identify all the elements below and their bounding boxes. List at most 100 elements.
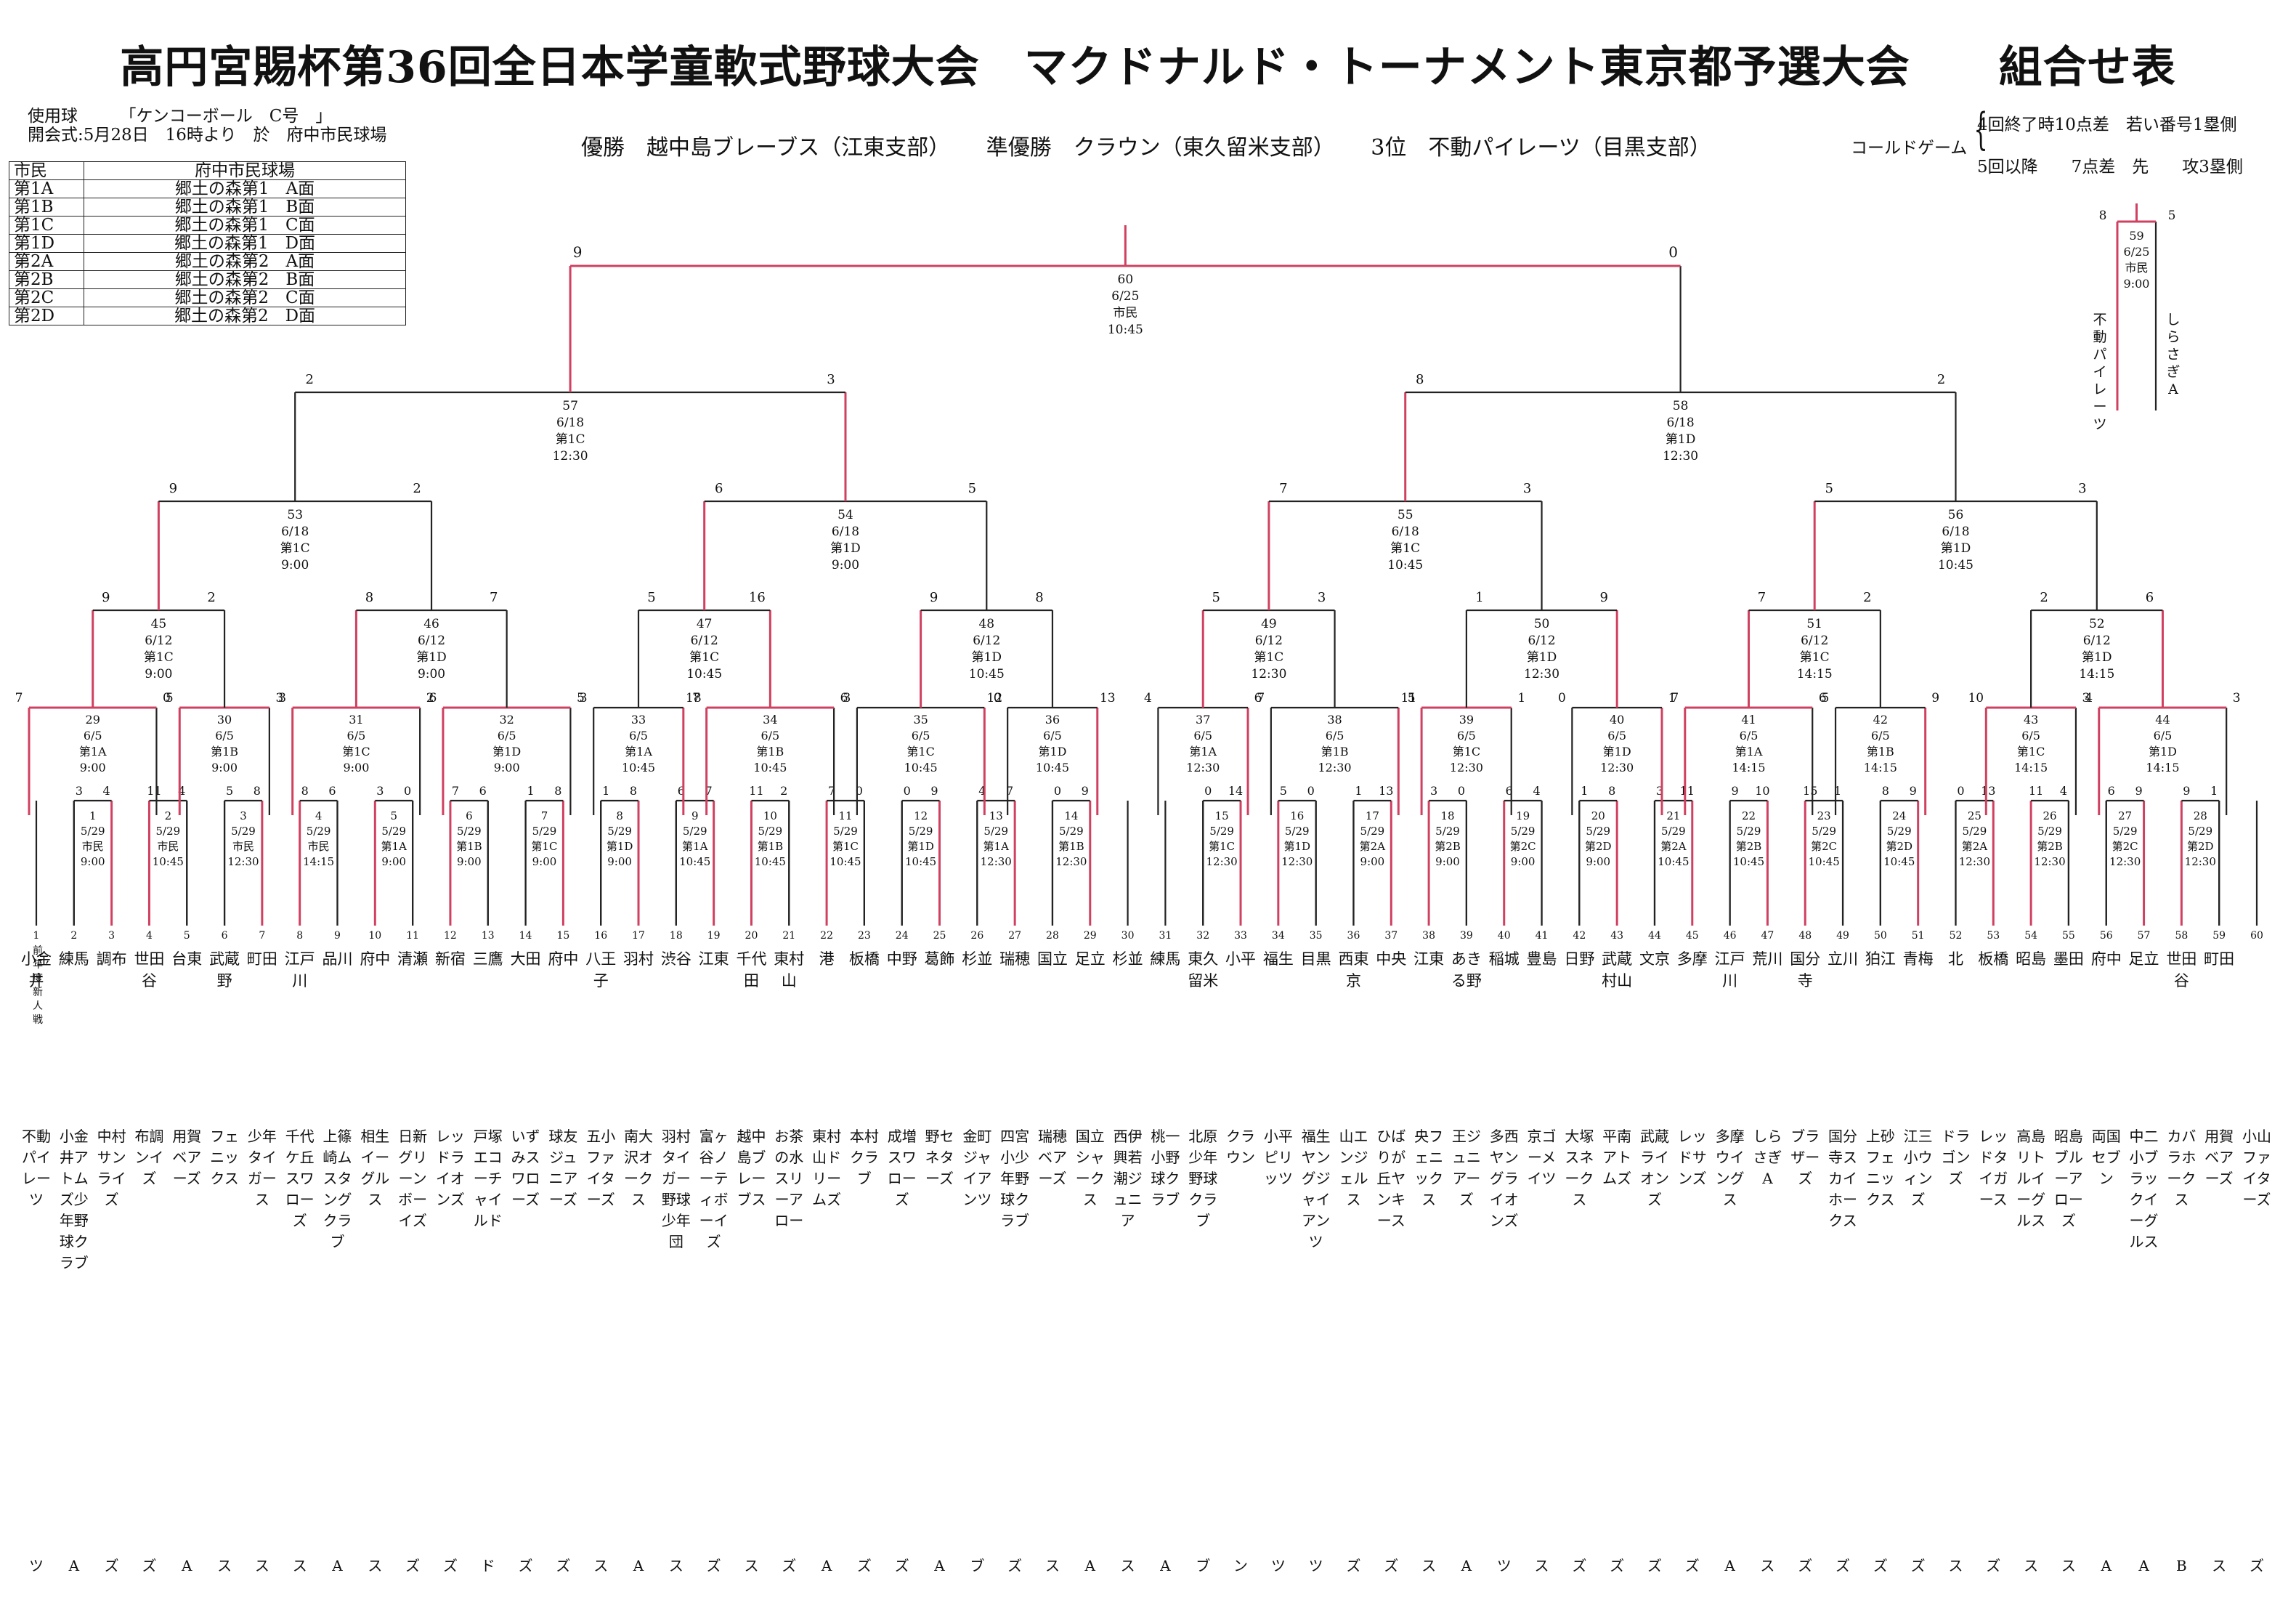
team-branch: 西東京 [1338,950,1369,990]
seed-number: 56 [2099,930,2113,942]
game-number: 28 [2194,809,2207,822]
game-time: 10:45 [904,761,938,774]
game-time: 12:30 [1600,761,1634,774]
team-name: 高島リトルイーグルス [2016,1128,2046,1229]
seed-number: 43 [1610,930,1624,942]
team-name: 富ヶ谷ノーティボーイズ [699,1128,729,1250]
team-tag: ス [1421,1557,1437,1574]
score: 9 [1732,784,1739,798]
game-time: 9:00 [2124,277,2150,291]
team-tag: ズ [1873,1557,1888,1574]
game-number: 47 [697,617,713,631]
game-date: 5/29 [607,825,632,838]
score: 4 [103,784,110,798]
team-tag: ズ [104,1557,119,1574]
team-name: 桃一小野球クラブ [1151,1128,1180,1208]
game-number: 19 [1516,809,1530,822]
game-number: 41 [1741,713,1756,727]
team-branch: 千代田 [736,950,767,990]
team-tag: B [2176,1557,2187,1574]
seed-number: 49 [1836,930,1849,942]
game-venue: 第1B [1321,745,1349,758]
game-number: 59 [2129,229,2143,243]
team-tag: ス [1534,1557,1549,1574]
team-name: 小平ピリッツ [1263,1128,1293,1187]
game-date: 6/5 [1326,729,1344,743]
team-branch: 板橋 [848,950,880,968]
team-tag: ズ [782,1557,797,1574]
score: 1 [1475,590,1483,605]
game-time: 12:30 [1055,855,1087,868]
team-tag: ド [480,1557,495,1574]
seed-number: 20 [745,930,758,942]
score: 6 [715,481,723,496]
team-branch: 練馬 [58,950,89,968]
game-number: 33 [631,713,646,727]
game-venue: 第2C [2112,840,2138,853]
venue-name: 郷土の森第2 D面 [84,307,406,325]
score: 6 [2108,784,2115,798]
team-branch: 清瀬 [397,950,429,968]
game-time: 9:00 [343,761,369,774]
team-name: ひばりが丘ヤンキース [1376,1128,1406,1229]
score: 5 [226,784,233,798]
team-name: 中村サンライズ [97,1128,126,1208]
team-name: 中二小ブラックイーグルス [2129,1128,2159,1250]
game-date: 6/12 [418,634,445,648]
team-tag: ス [1948,1557,1963,1574]
game-time: 12:30 [1524,667,1559,681]
game-venue: 第2B [2037,840,2063,853]
game-date: 5/29 [683,825,707,838]
team-name: レッドライオンズ [435,1128,465,1208]
team-branch: 杉並 [962,950,993,968]
score: 5 [647,590,655,605]
seed-number: 18 [669,930,683,942]
prev-year-label: 前年度新人戦 [33,945,43,1026]
score: 0 [1054,784,1061,798]
team-tag: ス [1044,1557,1060,1574]
score: 2 [1937,372,1945,387]
game-time: 10:45 [679,855,710,868]
team-branch: 練馬 [1150,950,1181,968]
score: 13 [1100,691,1116,705]
team-name: 日新グリーンボーイズ [398,1128,428,1229]
team-branch: 東久留米 [1188,950,1219,990]
score: 0 [994,691,1002,705]
game-number: 16 [1290,809,1304,822]
team-tag: ズ [2250,1557,2264,1574]
seed-number: 28 [1046,930,1059,942]
game-time: 9:00 [457,855,482,868]
game-venue: 第1B [756,745,784,758]
team-name: しらさぎA [1753,1128,1782,1187]
score: 5 [166,691,174,705]
score: 3 [278,691,286,705]
score: 4 [2060,784,2067,798]
team-branch: 府中 [360,950,391,968]
score: 10 [1755,784,1769,798]
score: 5 [1822,691,1830,705]
score: 0 [1957,784,1964,798]
seed-number: 27 [1008,930,1022,942]
score: 1 [1517,691,1525,705]
score: 2 [1863,590,1871,605]
game-number: 55 [1398,508,1413,522]
champion-text: 優勝 越中島ブレーブス（江東支部） [581,135,951,161]
team-tag: A [934,1557,945,1574]
team-tag: ズ [142,1557,157,1574]
score: 1 [1834,784,1841,798]
seed-number: 7 [259,930,266,942]
game-number: 36 [1045,713,1060,727]
seed-number: 30 [1121,930,1135,942]
game-number: 35 [913,713,928,727]
team-tag: ズ [894,1557,909,1574]
score: 15 [1803,784,1817,798]
team-branch: 府中 [548,950,579,968]
game-date: 5/29 [81,825,105,838]
score: 6 [1819,691,1827,705]
game-date: 6/5 [1607,729,1626,743]
game-number: 21 [1666,809,1680,822]
team-branch: 多摩 [1676,950,1708,968]
team-branch: 武蔵村山 [1602,950,1633,990]
team-branch: 府中 [2090,950,2122,968]
